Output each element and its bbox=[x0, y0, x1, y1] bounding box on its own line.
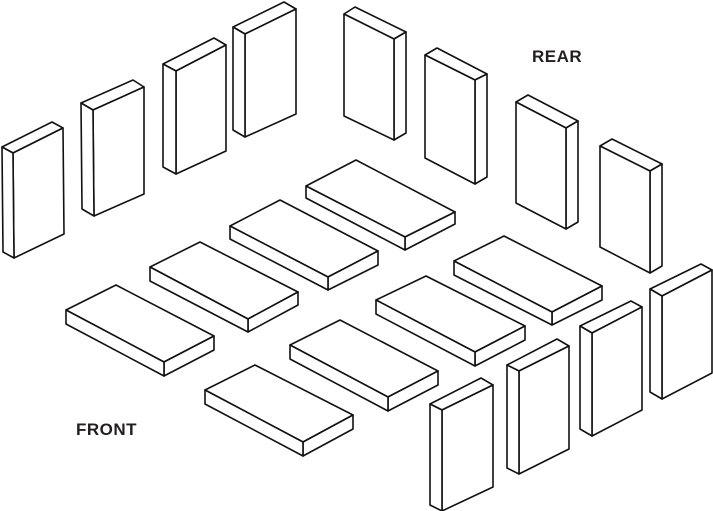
front-label: FRONT bbox=[76, 420, 138, 439]
left-wall-brick-4 bbox=[232, 1, 297, 138]
rear-wall-brick-1 bbox=[343, 6, 407, 141]
right-wall-brick-3 bbox=[506, 338, 570, 475]
rear-wall-brick-2 bbox=[424, 47, 488, 185]
right-wall-brick-2 bbox=[579, 300, 643, 437]
rear-wall-brick-4 bbox=[599, 138, 663, 274]
left-wall-brick-1 bbox=[1, 121, 65, 259]
rear-wall-brick-3 bbox=[515, 94, 579, 230]
left-wall-brick-3 bbox=[162, 37, 227, 175]
floor-brick-right-1 bbox=[453, 235, 603, 326]
rear-label: REAR bbox=[532, 47, 583, 66]
floor-brick-right-3 bbox=[289, 319, 439, 412]
right-wall-brick-4 bbox=[429, 377, 494, 511]
floor-brick-left-4 bbox=[65, 284, 215, 377]
floor-brick-left-1 bbox=[305, 159, 456, 251]
floor-brick-left-2 bbox=[229, 199, 379, 291]
left-wall-brick-2 bbox=[80, 79, 145, 217]
floor-brick-left-3 bbox=[149, 241, 299, 333]
floor-brick-right-2 bbox=[375, 275, 526, 367]
right-wall-brick-1 bbox=[649, 263, 713, 400]
floor-brick-right-4 bbox=[204, 364, 354, 457]
